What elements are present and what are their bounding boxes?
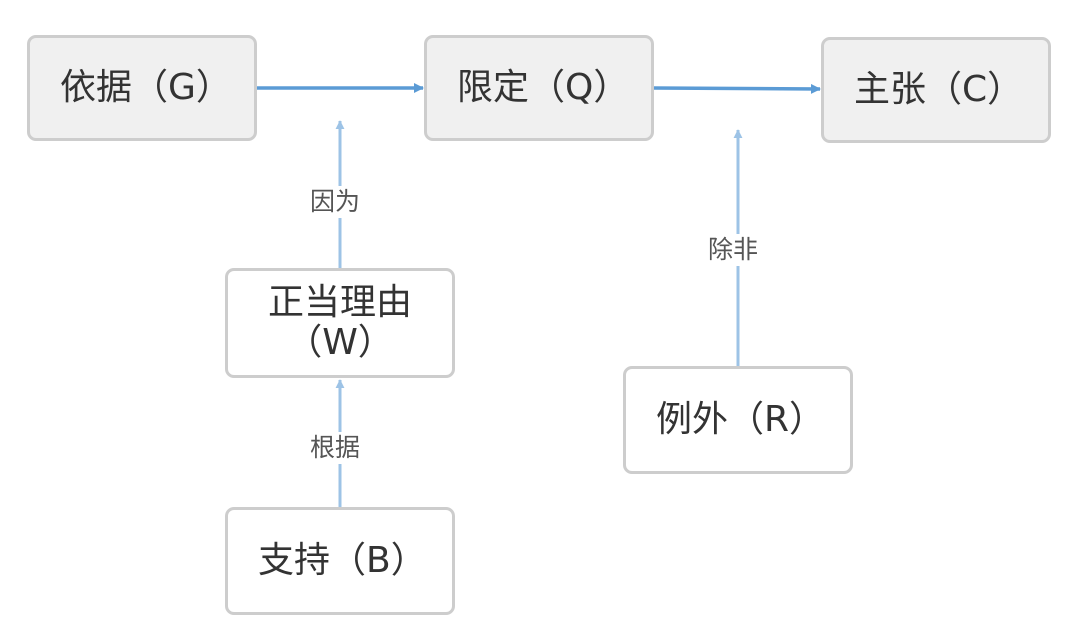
node-warrant-label: 正当理由（W） bbox=[267, 282, 412, 363]
node-warrant: 正当理由（W） bbox=[225, 268, 455, 378]
edge-label-on-account-of: 根据 bbox=[306, 432, 365, 464]
arrow-qualifier-to-claim bbox=[652, 83, 821, 94]
node-rebuttal-label: 例外（R） bbox=[656, 399, 826, 440]
node-backing: 支持（B） bbox=[225, 507, 455, 615]
node-qualifier: 限定（Q） bbox=[424, 35, 654, 141]
edge-label-unless: 除非 bbox=[704, 234, 763, 266]
node-grounds-label: 依据（G） bbox=[60, 67, 232, 108]
node-claim-label: 主张（C） bbox=[854, 69, 1024, 110]
edge-label-since: 因为 bbox=[306, 186, 365, 218]
node-grounds: 依据（G） bbox=[27, 35, 257, 141]
node-qualifier-label: 限定（Q） bbox=[457, 67, 630, 108]
node-rebuttal: 例外（R） bbox=[623, 366, 853, 474]
node-backing-label: 支持（B） bbox=[258, 540, 427, 581]
node-claim: 主张（C） bbox=[821, 37, 1051, 143]
